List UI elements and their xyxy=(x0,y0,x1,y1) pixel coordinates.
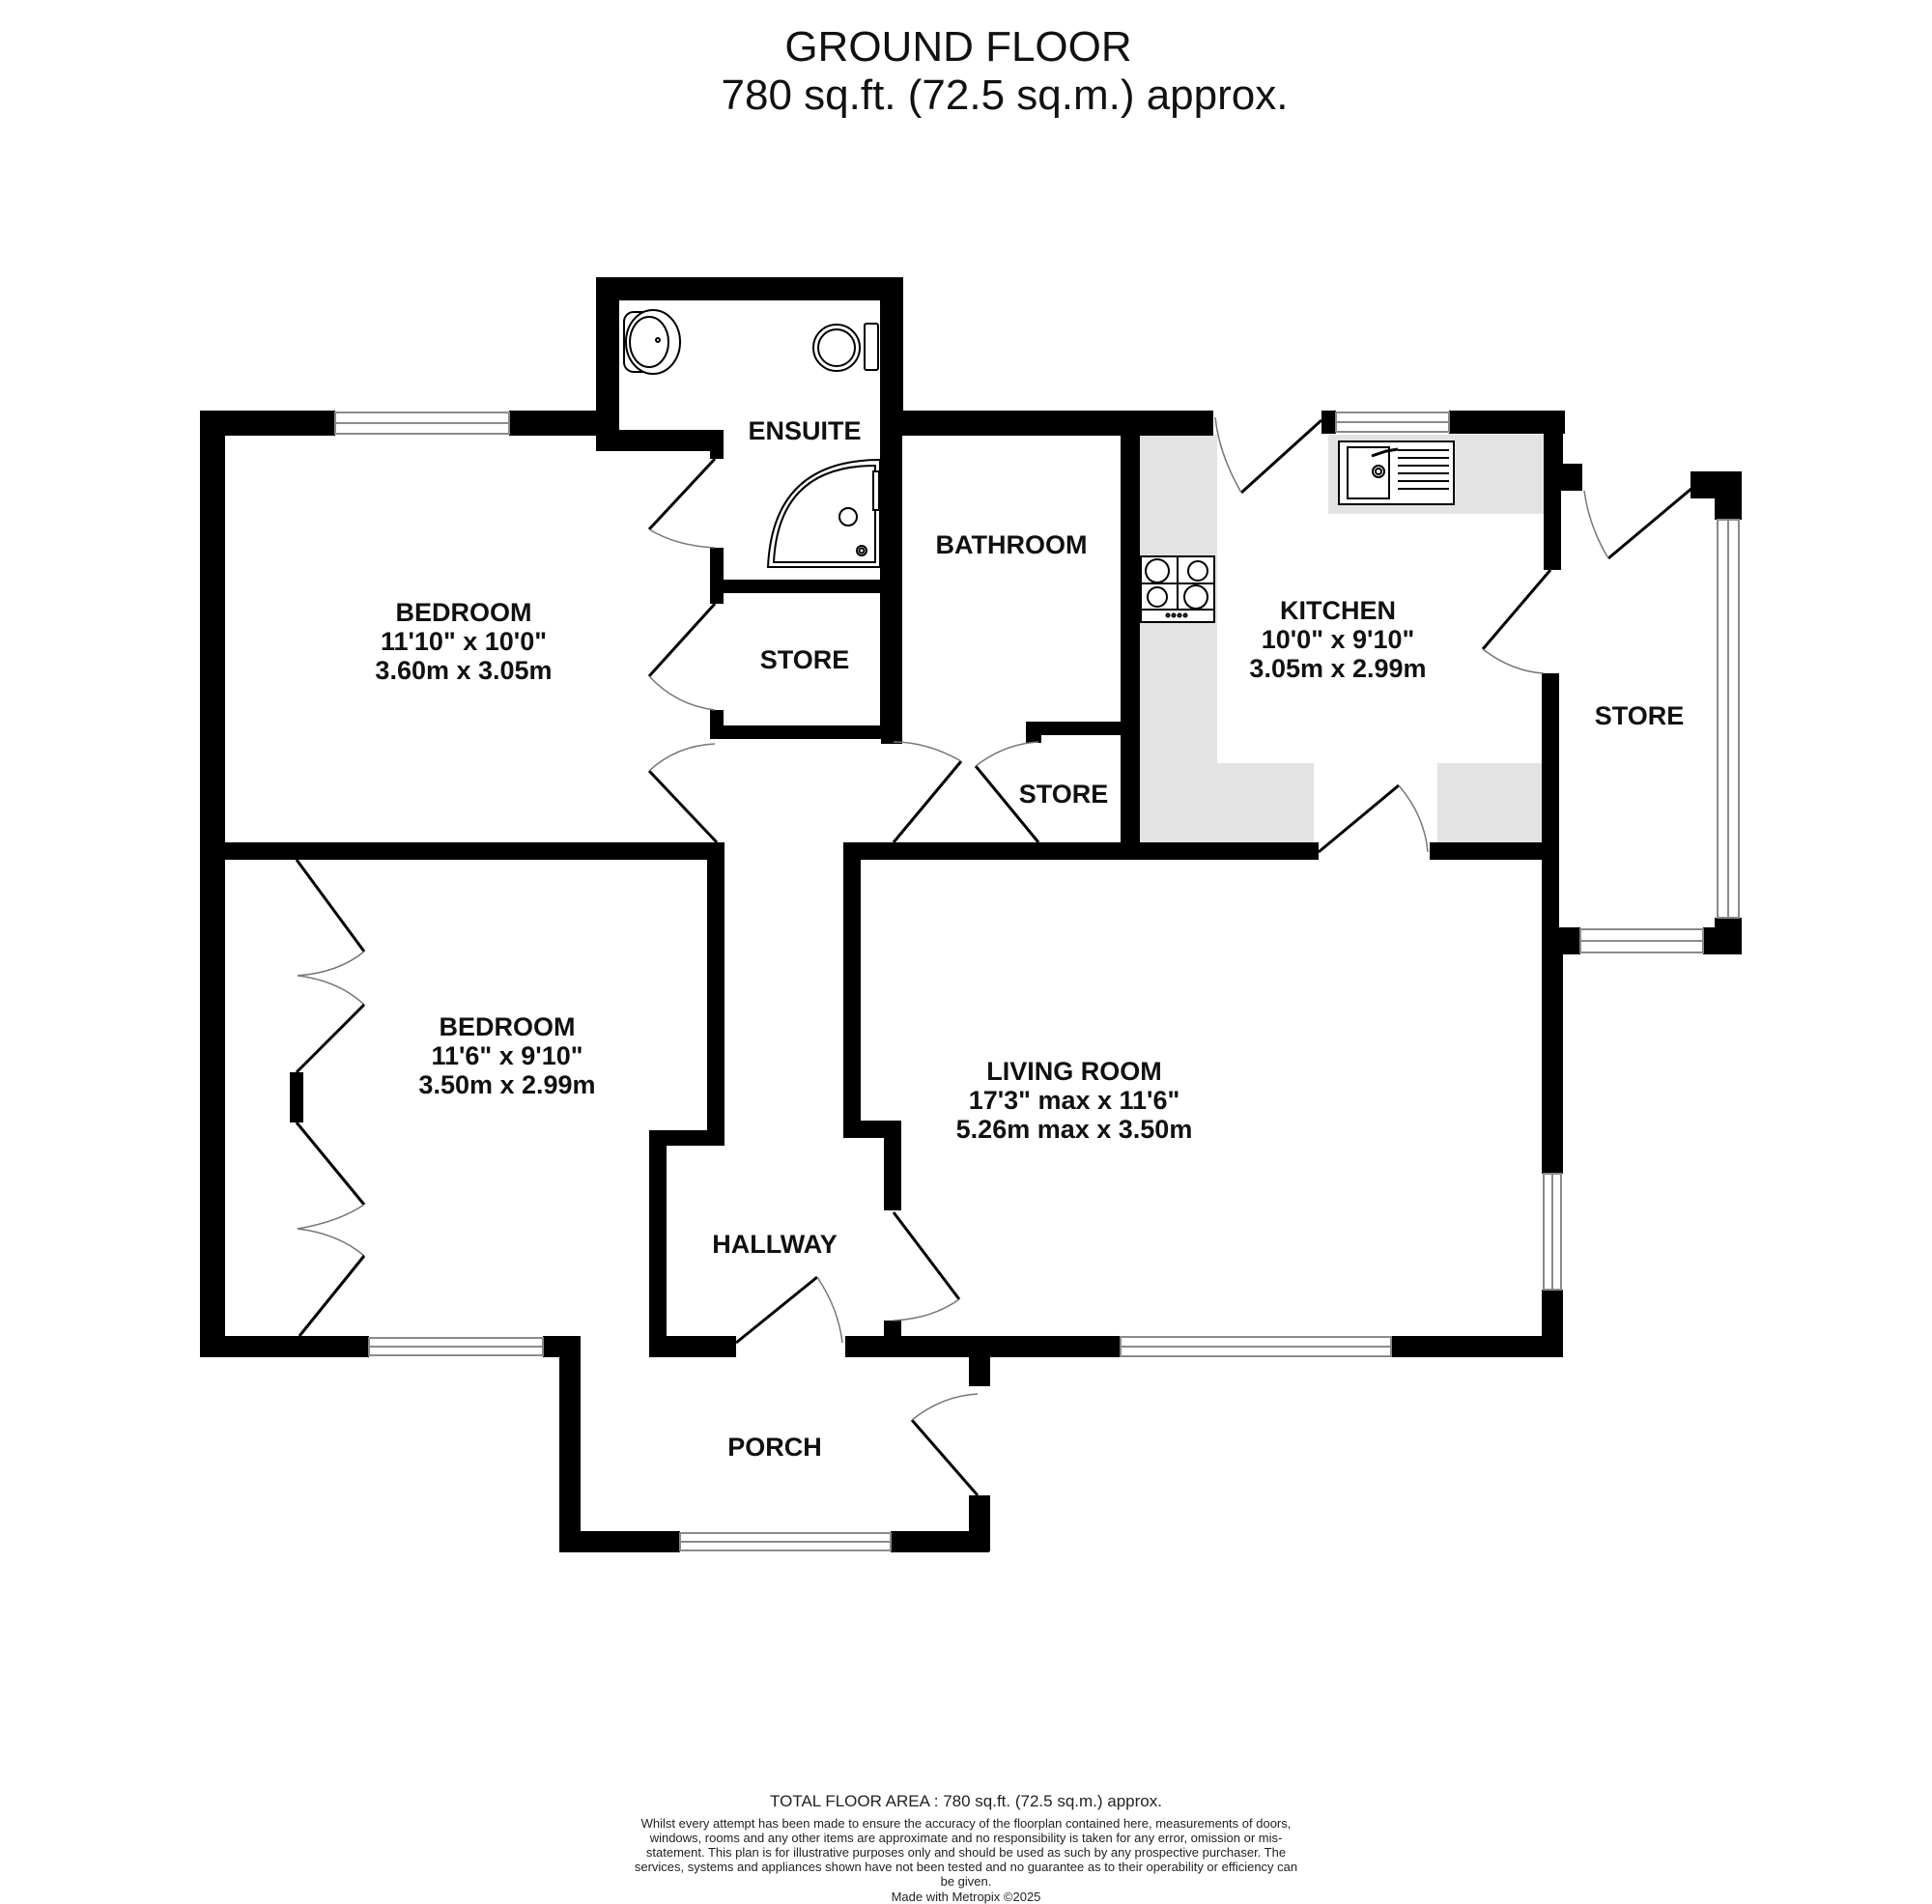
bedroom1-metric: 3.60m x 3.05m xyxy=(375,656,552,685)
sink-drainer-icon xyxy=(1338,440,1455,505)
hallway-name: HALLWAY xyxy=(712,1230,838,1259)
washbasin-icon xyxy=(623,309,681,375)
store-side-name: STORE xyxy=(1595,701,1685,730)
room-kitchen: KITCHEN 10'0" x 9'10" 3.05m x 2.99m xyxy=(1249,596,1426,683)
hob-icon xyxy=(1140,555,1215,623)
living-name: LIVING ROOM xyxy=(986,1057,1162,1086)
bedroom1-imperial: 11'10" x 10'0" xyxy=(381,627,547,656)
bedroom2-metric: 3.50m x 2.99m xyxy=(418,1070,595,1099)
living-imperial: 17'3" max x 11'6" xyxy=(969,1086,1180,1115)
floor-area: 780 sq.ft. (72.5 sq.m.) approx. xyxy=(721,71,1289,119)
store-hall-name: STORE xyxy=(1019,780,1109,809)
walls xyxy=(200,277,1742,1552)
kitchen-imperial: 10'0" x 9'10" xyxy=(1262,625,1415,654)
living-metric: 5.26m max x 3.50m xyxy=(956,1115,1193,1144)
made-with-credit: Made with Metropix ©2025 xyxy=(891,1890,1041,1904)
store-ensuite-name: STORE xyxy=(760,645,850,674)
total-floor-area: TOTAL FLOOR AREA : 780 sq.ft. (72.5 sq.m… xyxy=(770,1792,1162,1810)
room-bedroom1: BEDROOM 11'10" x 10'0" 3.60m x 3.05m xyxy=(375,598,552,685)
kitchen-metric: 3.05m x 2.99m xyxy=(1249,654,1426,683)
disclaimer: Whilst every attempt has been made to en… xyxy=(634,1816,1298,1889)
toilet-icon xyxy=(812,323,879,372)
doors xyxy=(295,416,1693,1496)
floor-title: GROUND FLOOR xyxy=(784,23,1132,71)
shower-tray-icon xyxy=(766,458,881,568)
room-living: LIVING ROOM 17'3" max x 11'6" 5.26m max … xyxy=(956,1057,1193,1144)
windows xyxy=(334,412,1740,1551)
porch-name: PORCH xyxy=(727,1433,822,1462)
room-bedroom2: BEDROOM 11'6" x 9'10" 3.50m x 2.99m xyxy=(418,1012,595,1099)
bedroom2-name: BEDROOM xyxy=(440,1012,576,1041)
bedroom2-imperial: 11'6" x 9'10" xyxy=(431,1041,582,1070)
bedroom1-name: BEDROOM xyxy=(396,598,532,627)
bathroom-name: BATHROOM xyxy=(936,530,1088,559)
ensuite-name: ENSUITE xyxy=(748,416,861,445)
kitchen-name: KITCHEN xyxy=(1280,596,1396,625)
